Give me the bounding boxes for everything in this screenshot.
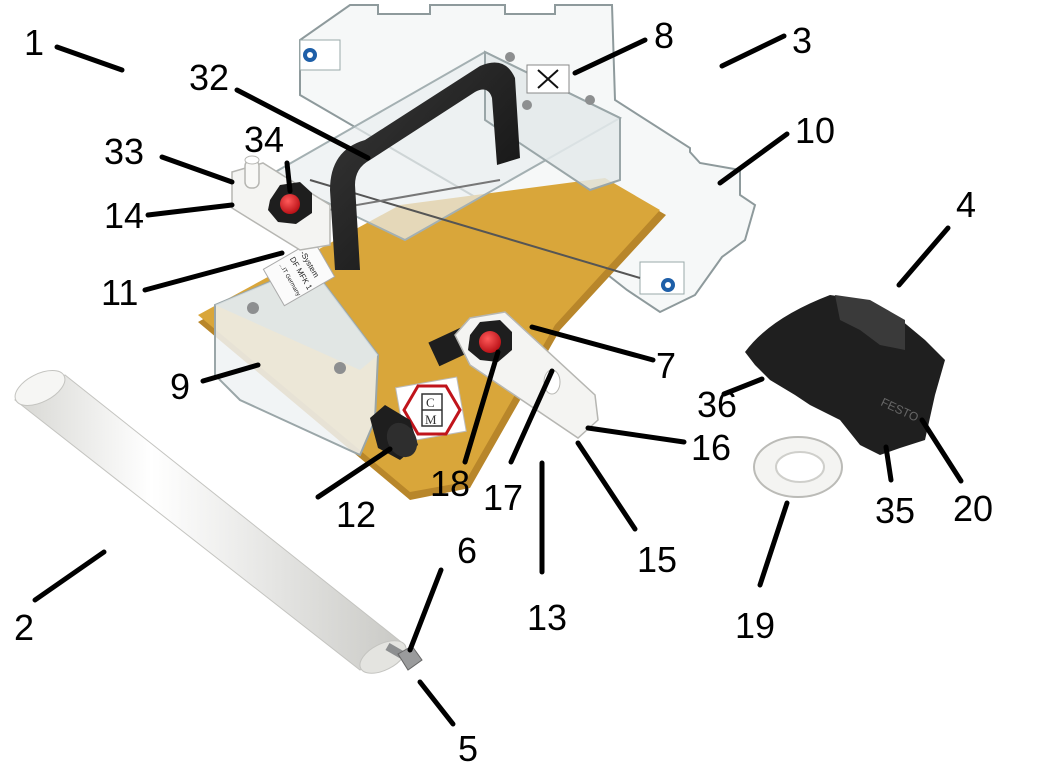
leader-18 xyxy=(462,349,501,465)
leader-17 xyxy=(508,368,555,465)
clamp-block-right xyxy=(428,311,599,439)
warning-sticker-top xyxy=(299,39,341,71)
callout-7: 7 xyxy=(656,345,676,386)
callout-36: 36 xyxy=(697,384,737,425)
callout-3: 3 xyxy=(792,20,812,61)
callout-34: 34 xyxy=(244,119,284,160)
acrylic-cover-front xyxy=(214,263,380,457)
clamp-block-left xyxy=(231,155,331,251)
leader-4 xyxy=(896,225,951,288)
no-sign-sticker xyxy=(526,64,570,94)
leader-6 xyxy=(407,567,444,653)
callout-17: 17 xyxy=(483,477,523,518)
callout-32: 32 xyxy=(189,57,229,98)
callout-33: 33 xyxy=(104,131,144,172)
leader-34 xyxy=(284,160,293,194)
suction-hood: FESTO xyxy=(745,295,945,455)
leader-3 xyxy=(719,33,787,69)
leader-36 xyxy=(721,376,765,397)
callout-11: 11 xyxy=(101,272,138,313)
white-ring xyxy=(753,436,843,498)
callout-18: 18 xyxy=(430,463,470,504)
leader-32 xyxy=(234,87,371,161)
callout-numbers: 1 2 3 4 5 6 7 8 9 10 11 12 13 14 15 16 1… xyxy=(14,15,993,769)
end-plug xyxy=(370,405,418,460)
callout-2: 2 xyxy=(14,607,34,648)
leader-12 xyxy=(315,446,393,500)
callout-5: 5 xyxy=(458,728,478,769)
callout-6: 6 xyxy=(457,530,477,571)
callout-1: 1 xyxy=(24,22,44,63)
callout-9: 9 xyxy=(170,366,190,407)
warning-sticker-right xyxy=(639,261,685,295)
callout-13: 13 xyxy=(527,597,567,638)
leader-35 xyxy=(883,444,894,483)
handle xyxy=(330,62,520,270)
logo-letter-m: M xyxy=(425,412,437,427)
callout-8: 8 xyxy=(654,15,674,56)
leader-2 xyxy=(32,549,107,603)
callout-19: 19 xyxy=(735,605,775,646)
leader-1 xyxy=(54,44,125,73)
leader-16 xyxy=(585,425,687,445)
callout-15: 15 xyxy=(637,539,677,580)
leader-5 xyxy=(417,679,456,727)
logo-sticker: C M xyxy=(395,376,467,443)
leader-lines xyxy=(32,33,964,727)
acrylic-bridge xyxy=(267,50,641,279)
callout-14: 14 xyxy=(104,195,144,236)
leader-9 xyxy=(200,362,261,384)
leader-11 xyxy=(142,250,285,293)
callout-4: 4 xyxy=(956,184,976,225)
leader-15 xyxy=(575,440,638,532)
callout-35: 35 xyxy=(875,490,915,531)
leader-19 xyxy=(757,500,790,588)
logo-letter-c: C xyxy=(426,395,435,410)
callout-10: 10 xyxy=(795,110,835,151)
callout-20: 20 xyxy=(953,488,993,529)
leader-33 xyxy=(159,154,235,185)
leader-14 xyxy=(145,202,235,218)
callout-16: 16 xyxy=(691,427,731,468)
white-rod xyxy=(14,370,423,674)
leader-20 xyxy=(919,417,964,484)
callout-12: 12 xyxy=(336,494,376,535)
leader-10 xyxy=(717,131,790,186)
board-label-sticker: -System DF MFK 1 ...IT Germany xyxy=(262,239,336,307)
leader-7 xyxy=(529,324,656,363)
leader-8 xyxy=(572,37,648,76)
